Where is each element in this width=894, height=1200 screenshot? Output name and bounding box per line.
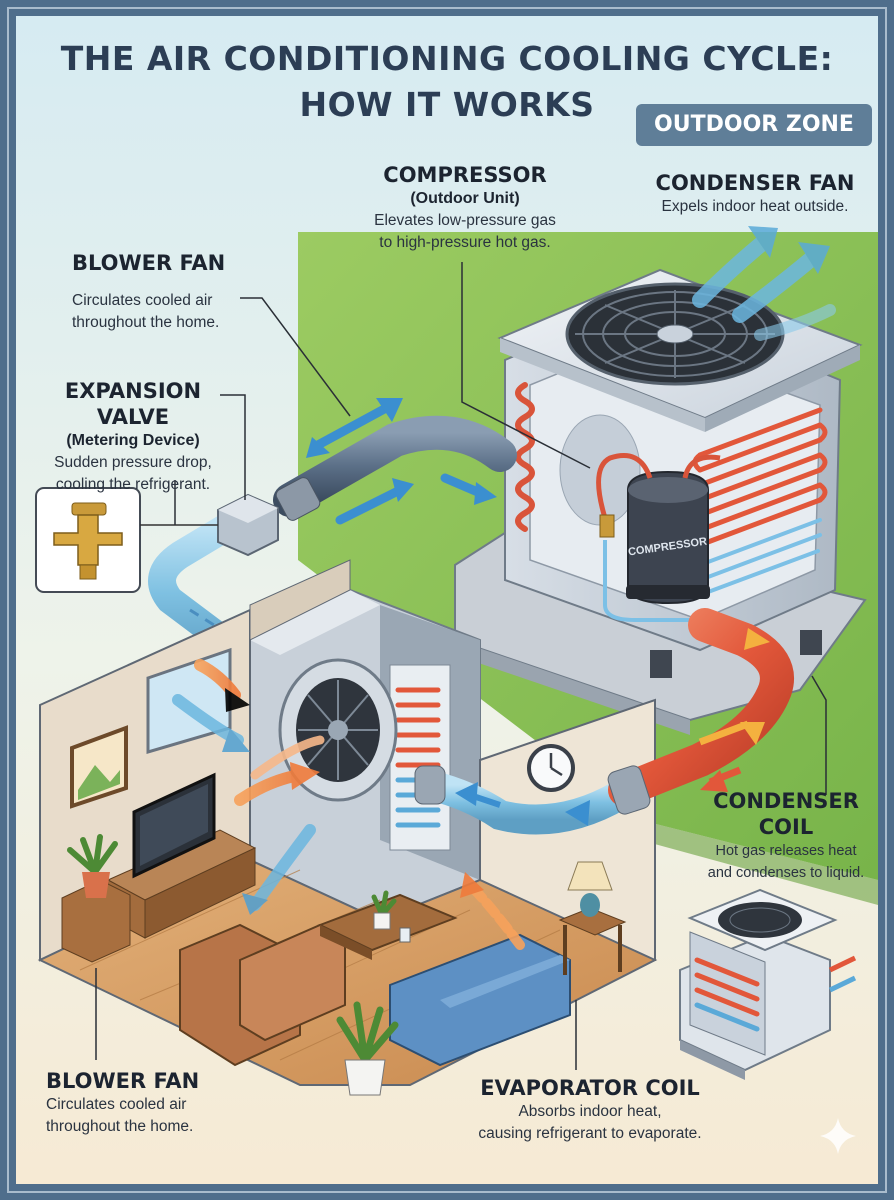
condenser-fan-desc: Expels indoor heat outside. — [661, 198, 849, 215]
lamp-icon — [567, 861, 613, 917]
sparkle-icon — [820, 1118, 856, 1154]
evaporator-line — [414, 765, 635, 835]
plant-icon — [67, 834, 118, 898]
condenser-coil-label: CONDENSER COIL Hot gas releases heat and… — [688, 788, 884, 884]
page-title: THE AIR CONDITIONING COOLING CYCLE: HOW … — [0, 36, 894, 128]
compressor-desc-1: Elevates low-pressure gas — [374, 212, 556, 229]
condenser-fan-heading: CONDENSER FAN — [655, 171, 855, 195]
blower-wheel-icon — [278, 658, 398, 802]
hot-gas-line — [607, 608, 794, 815]
compressor-subheading: (Outdoor Unit) — [410, 190, 520, 207]
blower-fan-bottom-heading: BLOWER FAN — [46, 1069, 200, 1093]
cool-airflow — [172, 694, 316, 915]
blower-fan-top-label: BLOWER FAN Circulates cooled air through… — [72, 250, 282, 334]
tv-icon — [132, 772, 216, 879]
condenser-fan-icon — [565, 282, 785, 386]
blower-fan-top-heading: BLOWER FAN — [72, 251, 226, 275]
wall-picture — [70, 725, 128, 809]
side-table — [558, 907, 627, 975]
evaporator-coil-heading: EVAPORATOR COIL — [480, 1076, 700, 1100]
compressor-desc-2: to high-pressure hot gas. — [379, 234, 551, 251]
outdoor-unit: COMPRESSOR — [454, 268, 867, 735]
condenser-coil-desc-1: Hot gas releases heat — [715, 843, 857, 859]
floor-plant — [336, 890, 399, 1096]
wall-clock-icon — [527, 744, 575, 792]
blower-fan-top-desc-2: throughout the home. — [72, 314, 220, 331]
title-line-2: HOW IT WORKS — [299, 85, 595, 124]
compressor-icon: COMPRESSOR — [596, 453, 721, 622]
condenser-coil-heading-1: CONDENSER — [713, 789, 859, 813]
expansion-valve-body — [217, 493, 279, 557]
expansion-valve-subheading: (Metering Device) — [66, 432, 200, 449]
blower-fan-bottom-desc-1: Circulates cooled air — [46, 1096, 187, 1113]
compressor-label: COMPRESSOR (Outdoor Unit) Elevates low-p… — [330, 162, 600, 254]
expansion-valve-desc-2: cooling the refrigerant. — [55, 476, 211, 493]
tv-stand — [106, 829, 257, 939]
expansion-valve-heading: EXPANSION VALVE — [64, 379, 202, 429]
blue-sofa — [389, 933, 571, 1067]
evaporator-coil-desc-1: Absorbs indoor heat, — [518, 1103, 662, 1120]
outdoor-zone-badge: OUTDOOR ZONE — [636, 104, 872, 146]
blower-fan-bottom-desc-2: throughout the home. — [46, 1118, 194, 1135]
title-line-1: THE AIR CONDITIONING COOLING CYCLE: — [60, 39, 834, 78]
expansion-valve-icon — [35, 487, 218, 593]
outdoor-unit-icon — [679, 888, 857, 1080]
condenser-fan-label: CONDENSER FAN Expels indoor heat outside… — [630, 170, 880, 218]
leader-lines — [95, 262, 827, 1070]
expansion-valve-desc-1: Sudden pressure drop, — [54, 454, 212, 471]
evaporator-coil-desc-2: causing refrigerant to evaporate. — [478, 1125, 702, 1142]
compressor-heading: COMPRESSOR — [383, 163, 547, 187]
sofa-icon — [179, 923, 346, 1067]
condenser-coil-heading-2: COIL — [758, 815, 814, 839]
evaporator-coil-label: EVAPORATOR COIL Absorbs indoor heat, cau… — [440, 1075, 740, 1145]
blower-fan-top-desc-1: Circulates cooled air — [72, 292, 213, 309]
condenser-coil-desc-2: and condenses to liquid. — [707, 865, 865, 881]
warm-airflow — [194, 659, 525, 950]
blower-fan-bottom-label: BLOWER FAN Circulates cooled air through… — [46, 1068, 276, 1138]
flow-arrows-top — [306, 398, 497, 525]
expansion-valve-label: EXPANSION VALVE (Metering Device) Sudden… — [28, 378, 238, 496]
exhaust-arrows — [692, 226, 836, 341]
suction-line — [273, 415, 517, 521]
